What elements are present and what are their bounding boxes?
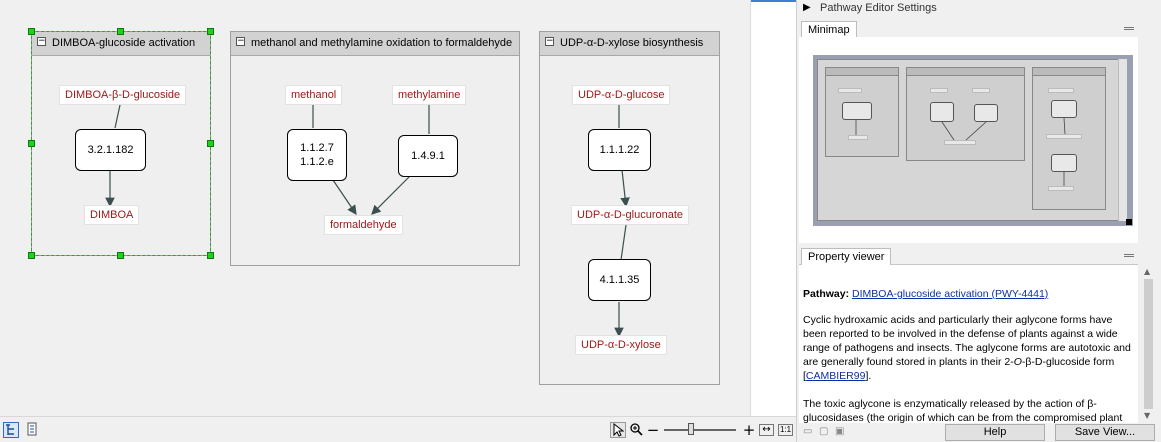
canvas-divider: [750, 0, 751, 416]
italic-text: O: [1013, 356, 1022, 368]
minimize-icon[interactable]: [1124, 27, 1134, 30]
edge-arrow: [620, 169, 630, 208]
minimap-viewport[interactable]: [813, 55, 1133, 226]
focus-indicator: [751, 0, 796, 2]
property-viewer[interactable]: Pathway: DIMBOA-glucoside activation (PW…: [799, 265, 1138, 423]
zoom-slider-track[interactable]: [664, 429, 736, 431]
pathway-title: DIMBOA-glucoside activation: [52, 37, 196, 49]
collapse-toggle[interactable]: −: [37, 36, 46, 46]
enzyme-ec-label: 1.1.2.7: [300, 142, 334, 154]
metabolite-node[interactable]: UDP-α-D-xylose: [575, 335, 667, 355]
metabolite-node[interactable]: DIMBOA-β-D-glucoside: [59, 85, 187, 105]
scroll-up-icon[interactable]: ▲: [1144, 267, 1151, 276]
pathway-link[interactable]: DIMBOA-glucoside activation (PWY-4441): [852, 288, 1049, 300]
pathway-title: methanol and methylamine oxidation to fo…: [251, 37, 513, 49]
settings-header[interactable]: ▶ Pathway Editor Settings: [797, 0, 1161, 17]
pathway-label: Pathway:: [803, 288, 850, 300]
edge-line: [620, 224, 627, 261]
property-tabbar: Property viewer: [799, 247, 1138, 265]
fit-width-icon[interactable]: ↔: [759, 424, 774, 436]
metabolite-node[interactable]: methylamine: [392, 85, 467, 105]
save-view-button[interactable]: Save View...: [1055, 424, 1155, 441]
collapse-toggle[interactable]: −: [545, 36, 554, 46]
zoom-in-icon[interactable]: [628, 422, 644, 438]
description-text: ].: [865, 370, 872, 382]
collapse-all-icon[interactable]: ▭: [803, 426, 813, 437]
resize-handle-nw[interactable]: [28, 28, 35, 35]
pathway-header[interactable]: − UDP-α-D-xylose biosynthesis: [540, 32, 719, 56]
description-text: -β-D-glucoside form [: [803, 356, 1115, 382]
description-text: Cyclic hydroxamic acids and particularly…: [803, 314, 1131, 368]
folder-icon[interactable]: ▢: [819, 426, 829, 437]
pathway-header[interactable]: − methanol and methylamine oxidation to …: [231, 32, 519, 56]
expand-arrow-icon[interactable]: ▶: [803, 2, 811, 13]
tab-property-viewer[interactable]: Property viewer: [801, 248, 892, 265]
enzyme-node[interactable]: 1.1.2.7 1.1.2.e: [287, 129, 347, 181]
resize-handle-n[interactable]: [117, 28, 124, 35]
canvas-margin: [751, 0, 796, 416]
collapse-toggle[interactable]: −: [236, 36, 245, 46]
edge-arrow: [332, 179, 357, 215]
enzyme-node[interactable]: 3.2.1.182: [75, 129, 146, 171]
help-button[interactable]: Help: [945, 424, 1045, 441]
enzyme-node[interactable]: 1.4.9.1: [398, 135, 458, 177]
pathway-header[interactable]: − DIMBOA-glucoside activation: [32, 32, 210, 56]
property-scrollbar[interactable]: ▲ ▼: [1140, 265, 1158, 423]
resize-handle-s[interactable]: [117, 252, 124, 259]
selection-outline: [31, 31, 211, 256]
enzyme-ec-label: 1.4.9.1: [411, 150, 445, 162]
metabolite-node[interactable]: methanol: [285, 85, 343, 105]
pathway-title: UDP-α-D-xylose biosynthesis: [560, 37, 704, 49]
enzyme-node[interactable]: 4.1.1.35: [588, 259, 651, 301]
minimap-resize-handle[interactable]: [1126, 219, 1132, 225]
actual-size-icon[interactable]: 1:1: [778, 424, 793, 436]
side-panel: ▶ Pathway Editor Settings Minimap: [796, 0, 1161, 442]
edge-line: [114, 104, 121, 129]
zoom-plus-icon[interactable]: +: [742, 421, 756, 439]
minimap-pathway: [906, 67, 1025, 161]
citation-link[interactable]: CAMBIER99: [805, 370, 866, 382]
property-text: Pathway: DIMBOA-glucoside activation (PW…: [803, 287, 1133, 423]
minimize-icon[interactable]: [1124, 254, 1134, 257]
enzyme-ec-label: 4.1.1.35: [599, 274, 640, 286]
minimap-tabbar: Minimap: [799, 20, 1138, 38]
zoom-slider-thumb[interactable]: [688, 423, 694, 435]
panel-footer: ▭ ▢ ▣ Help Save View...: [797, 423, 1161, 442]
resize-handle-sw[interactable]: [28, 252, 35, 259]
enzyme-ec-label: 3.2.1.182: [87, 144, 134, 156]
pathway-canvas[interactable]: − DIMBOA-glucoside activation − methanol…: [0, 0, 750, 416]
metabolite-node[interactable]: UDP-α-D-glucuronate: [571, 205, 690, 225]
metabolite-node[interactable]: formaldehyde: [324, 215, 403, 235]
enzyme-node[interactable]: 1.1.1.22: [588, 129, 651, 171]
resize-handle-w[interactable]: [28, 140, 35, 147]
edge-arrow: [371, 175, 411, 215]
resize-handle-se[interactable]: [207, 252, 214, 259]
minimap-canvas[interactable]: [817, 59, 1119, 221]
zoom-out-icon[interactable]: −: [646, 421, 660, 439]
hierarchy-icon[interactable]: [24, 422, 40, 438]
minimap[interactable]: [799, 37, 1138, 243]
settings-title: Pathway Editor Settings: [820, 2, 937, 14]
tab-minimap[interactable]: Minimap: [801, 21, 857, 38]
enzyme-ec-label: 1.1.2.e: [300, 156, 334, 168]
resize-handle-e[interactable]: [207, 140, 214, 147]
tree-view-icon[interactable]: [3, 422, 19, 438]
resize-handle-ne[interactable]: [207, 28, 214, 35]
pointer-icon[interactable]: [610, 422, 626, 438]
scroll-thumb[interactable]: [1144, 279, 1153, 409]
save-icon[interactable]: ▣: [835, 426, 845, 437]
metabolite-node[interactable]: UDP-α-D-glucose: [572, 85, 671, 105]
metabolite-node[interactable]: DIMBOA: [84, 205, 140, 225]
minimap-scrollbar[interactable]: [1118, 59, 1127, 221]
scroll-down-icon[interactable]: ▼: [1144, 411, 1151, 420]
description-text: The toxic aglycone is enzymatically rele…: [803, 398, 1123, 423]
enzyme-ec-label: 1.1.1.22: [599, 144, 640, 156]
canvas-toolbar: − + ↔ 1:1: [0, 416, 796, 442]
reaction-arrows: [105, 104, 630, 338]
